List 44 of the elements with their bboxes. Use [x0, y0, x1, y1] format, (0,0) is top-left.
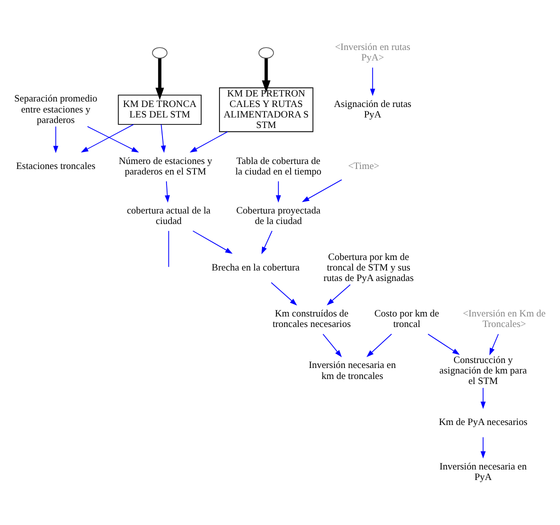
arrow	[155, 58, 164, 100]
arrow	[302, 179, 342, 202]
arrow	[262, 58, 270, 93]
node-text: Brecha en la cobertura	[212, 262, 300, 274]
node-text: Inversión necesaria en PyA	[440, 461, 527, 483]
arrow	[428, 334, 460, 355]
arrow	[190, 131, 228, 153]
node-text: Tabla de cobertura de la ciudad en el tiempo	[235, 156, 322, 178]
node-text: <Inversión en Km de Troncales>	[462, 308, 546, 330]
arrow	[80, 124, 134, 152]
arrow	[366, 334, 392, 358]
arrow	[370, 67, 376, 96]
node-text: Construcción y asignación de km para el STM	[439, 354, 527, 388]
node-text: Estaciones troncales	[16, 161, 96, 172]
node-text: Cobertura proyectada de la ciudad	[236, 205, 320, 227]
node-text: Separación promedio entre estaciones y paraderos	[14, 94, 98, 126]
arrow	[276, 180, 281, 203]
node-box: KM DE TRONCA LES DEL STM	[118, 94, 202, 125]
node-text: Cobertura por km de troncal de STM y sus rutas de PyA asignadas	[323, 252, 414, 284]
node-box: KM DE PRETRON CALES Y RUTAS ALIMENTADORA S STM	[219, 87, 314, 132]
node-text: Número de estaciones y paraderos en el STM	[118, 156, 212, 178]
arrow	[261, 230, 272, 254]
arrow	[270, 282, 298, 306]
node-text: Asignación de rutas PyA	[334, 98, 412, 121]
node-text: Km construídos de troncales necesarios	[272, 308, 351, 330]
arrow	[322, 334, 342, 358]
node-text: Costo por km de troncal	[374, 308, 440, 330]
node-text: cobertura actual de la ciudad	[126, 205, 211, 227]
node-cloud	[258, 47, 274, 59]
node-text: <Time>	[348, 161, 380, 172]
arrow	[326, 284, 351, 306]
arrow	[480, 387, 486, 409]
node-text: Km de PyA necesarios	[438, 417, 528, 428]
arrow	[192, 230, 233, 254]
connector	[168, 230, 170, 268]
node-text: Inversión necesaria en km de troncales	[308, 360, 396, 382]
arrow	[87, 126, 139, 152]
arrow	[160, 124, 166, 153]
node-text: <Inversión en rutas PyA>	[334, 42, 410, 64]
arrow	[164, 180, 170, 203]
arrow	[53, 126, 58, 154]
node-cloud	[152, 47, 168, 59]
arrow	[480, 436, 486, 459]
arrow	[489, 334, 499, 356]
